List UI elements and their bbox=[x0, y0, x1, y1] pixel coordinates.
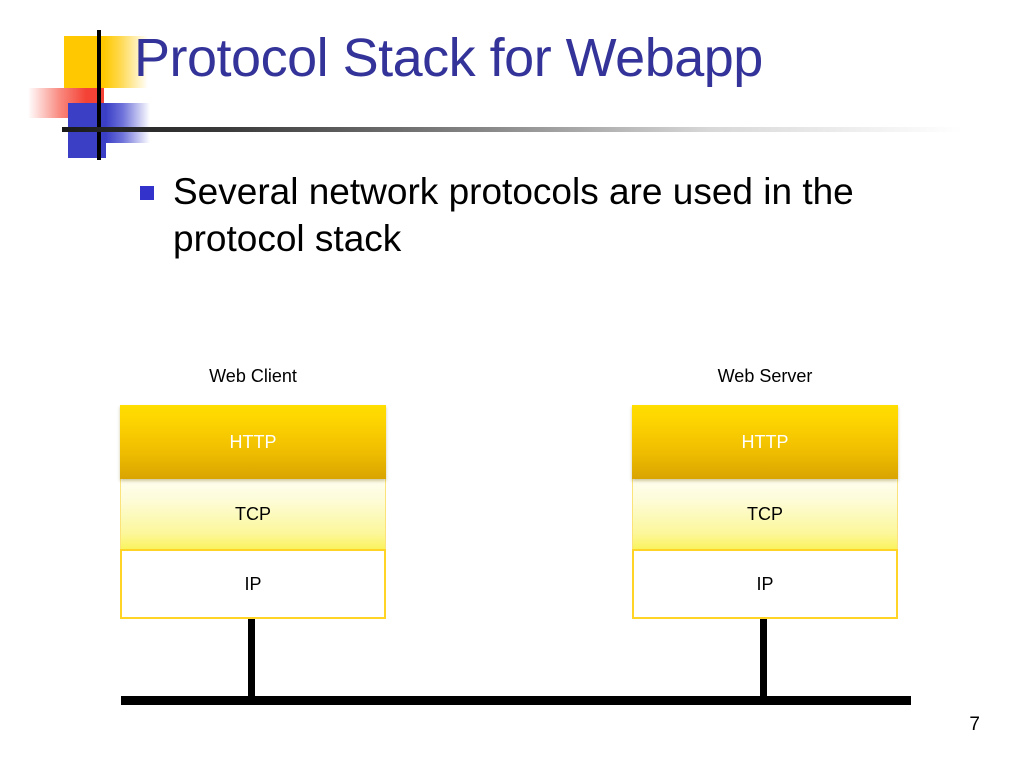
page-number: 7 bbox=[969, 714, 980, 735]
layer-tcp-client: TCP bbox=[120, 479, 386, 549]
protocol-stack-web-server: HTTP TCP IP bbox=[632, 405, 898, 619]
network-bus-line bbox=[121, 696, 911, 705]
protocol-stack-web-client: HTTP TCP IP bbox=[120, 405, 386, 619]
logo-yellow-gradient-icon bbox=[104, 36, 148, 88]
layer-ip-server: IP bbox=[632, 549, 898, 619]
header-divider-rule bbox=[62, 127, 962, 132]
logo-vertical-rule-icon bbox=[97, 30, 101, 160]
stack-label-web-server: Web Server bbox=[717, 366, 813, 386]
logo-blue-notch-icon bbox=[86, 118, 106, 158]
logo-blue-gradient-icon bbox=[106, 103, 150, 143]
bullet-list-item: Several network protocols are used in th… bbox=[140, 168, 970, 262]
bullet-square-icon bbox=[140, 186, 154, 200]
layer-tcp-server: TCP bbox=[632, 479, 898, 549]
layer-http-server: HTTP bbox=[632, 405, 898, 479]
stack-label-web-client: Web Client bbox=[209, 366, 297, 386]
layer-http-client: HTTP bbox=[120, 405, 386, 479]
layer-ip-client: IP bbox=[120, 549, 386, 619]
connector-line-client bbox=[248, 619, 255, 696]
connector-line-server bbox=[760, 619, 767, 696]
page-title: Protocol Stack for Webapp bbox=[134, 28, 763, 88]
bullet-text: Several network protocols are used in th… bbox=[173, 171, 854, 259]
